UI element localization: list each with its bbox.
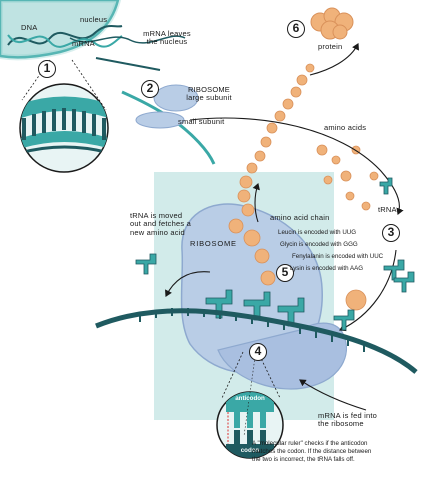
nucleus-label: nucleus [80, 15, 108, 24]
step-6-badge: 6 [287, 20, 305, 38]
step-3-badge: 3 [382, 224, 400, 242]
encoding-glycin: Glycin is encoded with GGG [280, 241, 358, 248]
anticodon-label: anticodon [235, 395, 265, 402]
small-subunit-label: small subunit [178, 117, 225, 126]
ribosome-subunits-small [135, 84, 199, 129]
trna-molecules [135, 177, 415, 331]
mrna-strand-leaving [95, 57, 161, 71]
encoding-fenylalanin: Fenylalanin is encoded with UUC [292, 253, 384, 260]
free-amino-acids [316, 144, 379, 311]
codon-label: codon [240, 447, 260, 454]
protein-label: protein [318, 42, 343, 51]
dna-label: DNA [21, 23, 38, 32]
arrow-trna-in [339, 249, 397, 332]
arrow-trna-out [165, 271, 211, 297]
encoding-leucin: Leucin is encoded with UUG [278, 229, 357, 236]
encoding-lysin: Lysin is encoded with AAG [290, 265, 364, 272]
mrna-leaves-label: mRNA leaves the nucleus [143, 29, 191, 47]
arrow-mrna-fed [299, 379, 367, 411]
step-1-badge: 1 [38, 60, 56, 78]
trna-label: tRNA [378, 205, 397, 214]
step-2-badge: 2 [141, 80, 159, 98]
molecular-ruler-caption: A "molecular ruler" checks if the antico… [252, 440, 372, 463]
amino-acid-chain-label: amino acid chain [270, 213, 330, 222]
mrna-strand-main [95, 308, 418, 374]
mrna-label: mRNA [72, 39, 95, 48]
arrow-to-protein [309, 43, 359, 76]
trna-moved-label: tRNA is moved out and fetches a new amin… [130, 211, 191, 237]
mrna-fed-label: mRNA is fed into the ribosome [318, 411, 378, 429]
codon-zoom-circle [216, 351, 284, 459]
dna-zoom-circle [19, 59, 109, 173]
step-5-badge: 5 [276, 264, 294, 282]
ribosome-large-subunit-label: RIBOSOME large subunit [186, 85, 232, 103]
arrow-amino-acids-cycle [189, 117, 404, 216]
caption-leader [243, 349, 257, 437]
amino-acid-chain [228, 63, 315, 286]
nucleus-region [0, 0, 122, 61]
amino-acids-label: amino acids [324, 123, 367, 132]
arrow-chain-up [252, 182, 260, 223]
ribosome-label: RIBOSOME [190, 239, 237, 248]
dna-helix [7, 25, 186, 48]
step-4-badge: 4 [249, 343, 267, 361]
protein-blob [310, 7, 354, 40]
